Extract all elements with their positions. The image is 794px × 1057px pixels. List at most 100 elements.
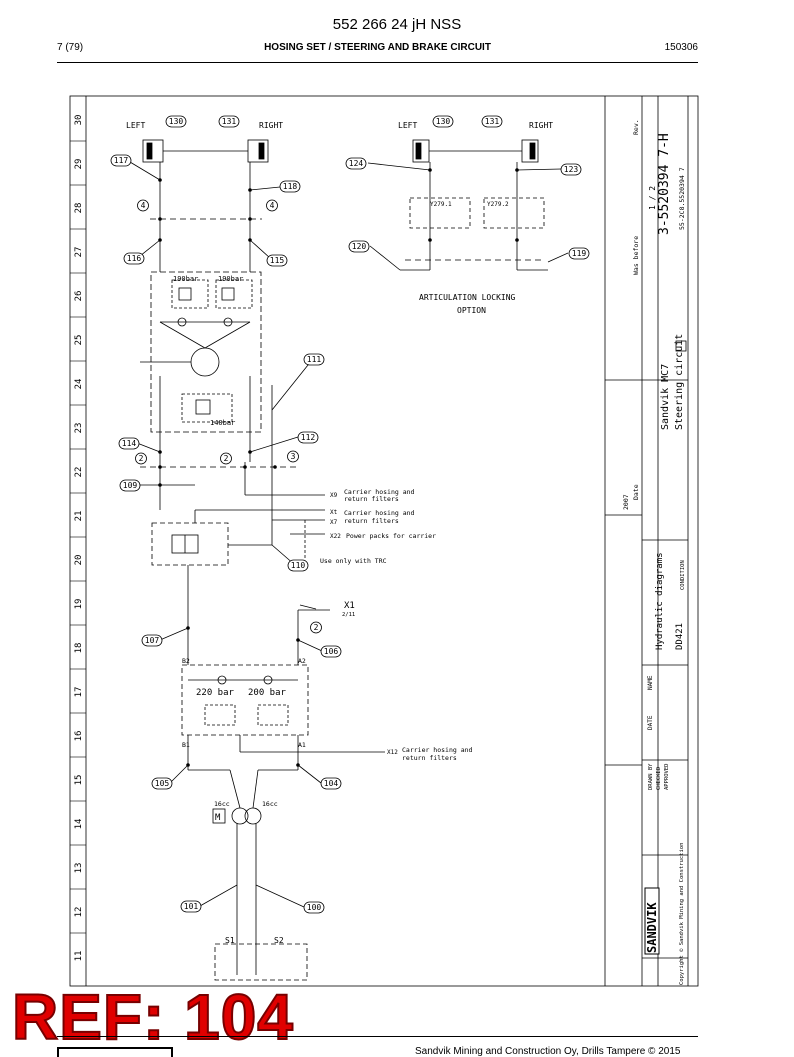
- page-number: 7 (79): [57, 42, 84, 53]
- callout-114: 114: [118, 437, 140, 450]
- svg-text:4: 4: [270, 201, 275, 210]
- x9-text-1: Carrier hosing and: [344, 488, 415, 496]
- drawing-frame: [69, 95, 699, 987]
- connector-x1: X1: [344, 601, 355, 611]
- reference-watermark: REF: 104: [11, 981, 294, 1053]
- header-divider: [57, 62, 698, 63]
- pressure-190a: 190bar: [173, 275, 198, 283]
- x22-text: Power packs for carrier: [346, 532, 436, 540]
- connector-xt: Xt: [330, 509, 338, 516]
- callout-112: 112: [297, 431, 319, 444]
- zone-number: 29: [74, 159, 84, 170]
- x9-text-2: return filters: [344, 495, 399, 503]
- trc-note: Use only with TRC: [320, 557, 387, 565]
- callout-bubbles: 130 131 117 118 4 4 116 115 111 114 112 2 2 3 109 110 10…: [110, 115, 590, 914]
- footer-text: Sandvik Mining and Construction Oy, Dril…: [415, 1046, 681, 1057]
- label-right: RIGHT: [259, 121, 283, 130]
- checked-by: CHECKED: [656, 767, 662, 790]
- zone-number: 13: [74, 863, 84, 874]
- svg-text:117: 117: [114, 156, 129, 165]
- ref-number: 55-2C8.5520394 7: [678, 167, 686, 230]
- callout-130: 130: [432, 115, 454, 128]
- svg-text:4: 4: [141, 201, 146, 210]
- zone-number: 19: [74, 599, 84, 610]
- footer-divider: [57, 1036, 698, 1037]
- callout-117: 117: [110, 154, 132, 167]
- connector-x12: X12: [387, 749, 398, 756]
- callout-3: 3: [287, 450, 299, 463]
- port-s1: S1: [225, 936, 235, 945]
- svg-text:3: 3: [291, 452, 296, 461]
- svg-text:106: 106: [324, 647, 339, 656]
- port-b2: B2: [182, 657, 190, 665]
- svg-text:2: 2: [224, 454, 229, 463]
- callout-110: 110: [287, 559, 309, 572]
- callout-124: 124: [345, 157, 367, 170]
- articulation-subtitle: OPTION: [457, 306, 486, 315]
- rev-label: Rev.: [632, 119, 640, 135]
- label-left-articulation: LEFT: [398, 121, 417, 130]
- svg-text:130: 130: [436, 117, 451, 126]
- zone-number: 14: [74, 819, 84, 830]
- sheet-number: 1 / 2: [648, 186, 657, 210]
- svg-text:131: 131: [222, 117, 237, 126]
- articulation-title: ARTICULATION LOCKING: [419, 293, 516, 302]
- zone-number: 24: [74, 379, 84, 390]
- callout-2: 2: [135, 452, 147, 465]
- svg-text:115: 115: [270, 256, 285, 265]
- svg-text:101: 101: [184, 902, 199, 911]
- valve-y279-2: Y279.2: [487, 201, 509, 208]
- svg-text:105: 105: [155, 779, 170, 788]
- callout-107: 107: [141, 634, 163, 647]
- port-a1: A1: [298, 741, 306, 749]
- svg-text:107: 107: [145, 636, 160, 645]
- connector-x22: X22: [330, 533, 341, 540]
- callout-115: 115: [266, 254, 288, 267]
- motor-symbol: M: [215, 813, 221, 823]
- callout-2: 2: [310, 621, 322, 634]
- zone-number: 21: [74, 511, 84, 522]
- svg-text:118: 118: [283, 182, 298, 191]
- document-title: 552 266 24 jH NSS: [332, 16, 462, 33]
- svg-text:119: 119: [572, 249, 587, 258]
- callout-4: 4: [266, 199, 278, 212]
- title-circuit: Steering circuit: [674, 334, 685, 430]
- svg-text:116: 116: [127, 254, 142, 263]
- date-code: 150306: [664, 42, 698, 53]
- svg-text:120: 120: [352, 242, 367, 251]
- svg-text:100: 100: [307, 903, 322, 912]
- svg-text:123: 123: [564, 165, 579, 174]
- callout-111: 111: [303, 353, 325, 366]
- title-type: Hydraulic diagrams: [655, 552, 665, 650]
- connector-x7: X7: [330, 519, 338, 526]
- callout-106: 106: [320, 645, 342, 658]
- svg-text:2: 2: [314, 623, 319, 632]
- title-product: Sandvik MC7: [660, 364, 671, 430]
- pressure-190b: 190bar: [218, 275, 243, 283]
- callout-131: 131: [481, 115, 503, 128]
- xt-text-1: Carrier hosing and: [344, 509, 415, 517]
- zone-number: 12: [74, 907, 84, 918]
- zone-number: 17: [74, 687, 84, 698]
- x12-text-1: Carrier hosing and: [402, 746, 473, 754]
- title-model: DD421: [675, 623, 685, 650]
- pressure-200: 200 bar: [248, 688, 287, 698]
- label-right-articulation: RIGHT: [529, 121, 553, 130]
- zone-number: 25: [74, 335, 84, 346]
- svg-text:111: 111: [307, 355, 322, 364]
- date-label: Date: [632, 484, 640, 500]
- svg-text:124: 124: [349, 159, 364, 168]
- svg-text:112: 112: [301, 433, 316, 442]
- copyright: Copyright © Sandvik Mining and Construct…: [679, 843, 685, 985]
- callout-109: 109: [119, 479, 141, 492]
- zone-number: 20: [74, 555, 84, 566]
- callout-119: 119: [568, 247, 590, 260]
- name-col: NAME: [647, 675, 654, 690]
- svg-text:104: 104: [324, 779, 339, 788]
- callout-101: 101: [180, 900, 202, 913]
- zone-number: 15: [74, 775, 84, 786]
- date-col: DATE: [647, 715, 654, 730]
- callout-100: 100: [303, 901, 325, 914]
